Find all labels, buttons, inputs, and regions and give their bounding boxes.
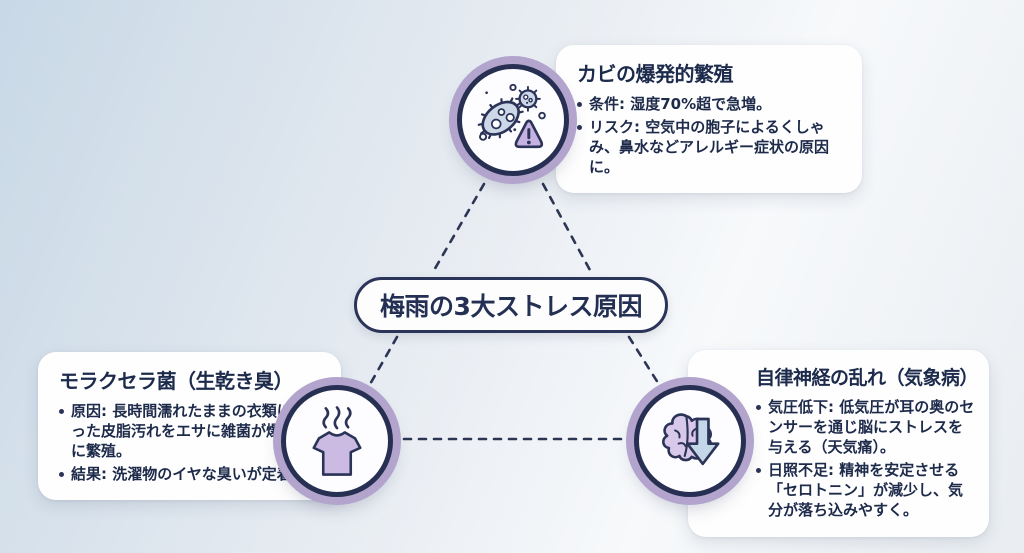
bullet-dot <box>577 102 582 107</box>
card-mold-bullet-1: 条件: 湿度70%超で急増。 <box>577 94 846 114</box>
bullet-text: 日照不足: 精神を安定させる「セロトニン」が減少し、気分が落ち込みやすく。 <box>768 461 964 520</box>
card-autonomic-title: 自律神経の乱れ（気象病） <box>756 367 979 389</box>
card-mold: カビの爆発的繁殖 条件: 湿度70%超で急増。 リスク: 空気中の胞子によるくし… <box>556 45 862 194</box>
connector-top-to-center-right <box>541 182 593 274</box>
bullet-text: 条件: 湿度70%超で急増。 <box>589 95 772 113</box>
card-moraxella-title: モラクセラ菌（生乾き臭） <box>59 369 294 393</box>
card-autonomic-bullet-1: 気圧低下: 低気圧が耳の奥のセンサーを通じ脳にストレスを与える（天気痛）。 <box>756 397 977 457</box>
bacteria-warning-icon <box>477 83 546 149</box>
center-title-box: 梅雨の3大ストレス原因 <box>354 277 668 333</box>
bullet-text: 結果: 洗濯物のイヤな臭いが定着。 <box>71 465 307 484</box>
brain-down-arrow-icon <box>662 413 720 466</box>
connector-top-to-center-left <box>431 182 486 274</box>
card-moraxella: モラクセラ菌（生乾き臭） 原因: 長時間濡れたままの衣類に残った皮脂汚れをエサに… <box>38 352 341 501</box>
bullet-dot <box>577 125 582 131</box>
down-arrow-shape <box>686 417 720 466</box>
bullet-dot <box>59 409 64 414</box>
card-moraxella-bullet-2: 結果: 洗濯物のイヤな臭いが定着。 <box>59 464 325 484</box>
center-title: 梅雨の3大ストレス原因 <box>380 292 642 321</box>
odor-steam-lines <box>322 406 352 430</box>
card-moraxella-bullet-1: 原因: 長時間濡れたままの衣類に残った皮脂汚れをエサに雑菌が爆発的に繁殖。 <box>59 401 325 461</box>
card-autonomic: 自律神経の乱れ（気象病） 気圧低下: 低気圧が耳の奥のセンサーを通じ脳にストレス… <box>688 350 989 537</box>
shirt-odor-icon <box>312 406 362 476</box>
bullet-text: 気圧低下: 低気圧が耳の奥のセンサーを通じ脳にストレスを与える（天気痛）。 <box>768 398 975 457</box>
card-autonomic-bullet-2: 日照不足: 精神を安定させる「セロトニン」が減少し、気分が落ち込みやすく。 <box>756 460 977 520</box>
bullet-dot <box>756 405 761 410</box>
connector-center-to-bottomleft <box>367 335 399 388</box>
bullet-text: リスク: 空気中の胞子によるくしゃみ、鼻水などアレルギー症状の原因に。 <box>589 118 830 177</box>
card-mold-bullet-2: リスク: 空気中の胞子によるくしゃみ、鼻水などアレルギー症状の原因に。 <box>577 117 846 177</box>
node-mold <box>457 64 569 176</box>
bullet-dot <box>756 468 761 474</box>
connector-center-to-bottomright <box>627 335 662 388</box>
warning-triangle-icon <box>514 119 544 149</box>
node-moraxella <box>281 385 393 497</box>
card-mold-title: カビの爆発的繁殖 <box>577 62 734 86</box>
node-autonomic <box>634 385 746 497</box>
bullet-dot <box>59 472 64 478</box>
bullet-text: 原因: 長時間濡れたままの衣類に残った皮脂汚れをエサに雑菌が爆発的に繁殖。 <box>71 402 312 461</box>
